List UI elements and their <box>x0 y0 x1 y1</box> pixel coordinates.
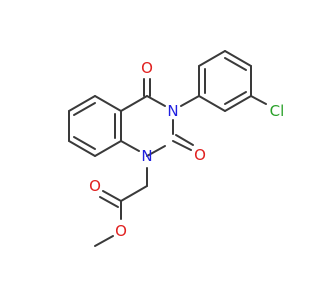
molecule-structure: N N O O O O Cl <box>68 50 284 247</box>
bond-ar-5 <box>224 95 252 112</box>
bond-benzo-1 <box>94 95 122 112</box>
bond-n1-c4a <box>120 140 140 152</box>
atom-n1: N <box>141 147 152 165</box>
bond-ar-3 <box>224 50 252 67</box>
bond-ar-6 <box>198 95 226 112</box>
bond-c2-n1 <box>146 145 166 157</box>
atom-o-carbonyl: O <box>89 177 101 195</box>
atom-o-c4: O <box>141 59 153 77</box>
bond-c4-n3 <box>146 95 166 107</box>
bond-c2-o <box>172 140 192 151</box>
bond-c-o-carbonyl-b <box>99 196 119 208</box>
bonds <box>68 50 267 247</box>
atom-o-methoxy: O <box>115 222 127 240</box>
bond-ar-3b <box>224 57 247 71</box>
bond-c-cl <box>250 95 267 105</box>
atom-cl: Cl <box>270 102 285 120</box>
bond-benzo-4 <box>68 140 96 157</box>
bond-ch2-c <box>120 185 148 202</box>
bond-o-ch3 <box>94 235 114 247</box>
bond-c-o-carbonyl <box>102 190 122 202</box>
bond-benzo-6b <box>73 102 96 116</box>
atom-o-c2: O <box>194 146 206 164</box>
bond-c8a-c4 <box>120 95 148 112</box>
bond-benzo-3 <box>94 140 122 157</box>
bond-ar-2 <box>198 50 226 67</box>
bond-c2-o-b <box>175 134 194 146</box>
bond-benzo-6 <box>68 95 96 112</box>
atom-labels: N N O O O O Cl <box>89 59 284 240</box>
bond-ar-5b <box>224 91 247 105</box>
atom-n3: N <box>167 102 178 120</box>
bond-benzo-4b <box>73 136 96 150</box>
bond-n3-aryl <box>180 95 200 107</box>
